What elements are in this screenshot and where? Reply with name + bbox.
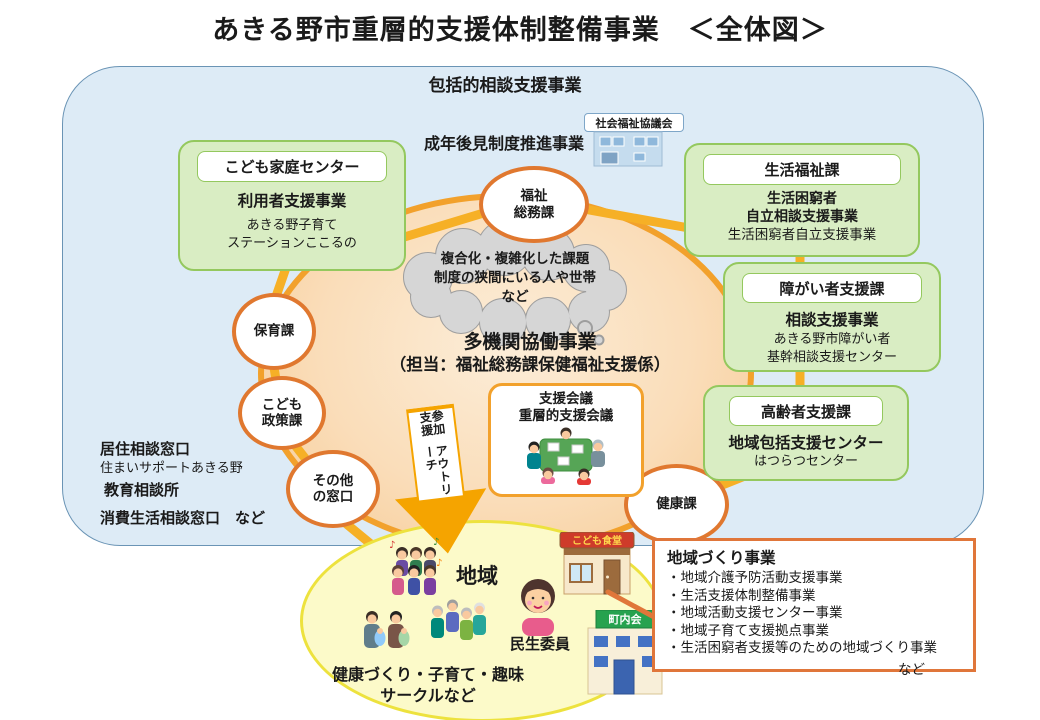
panel-label: 包括的相談支援事業	[428, 76, 582, 96]
circle-kodomo-line2: 政策課	[261, 413, 303, 429]
kodomo-shokudo-sign-text: こども食堂	[572, 534, 622, 547]
cloud-line-3: など	[501, 289, 529, 305]
circle-kodomo-line1: こども	[261, 396, 303, 413]
kodomo-katei-detail-line2: ステーションここるの	[227, 235, 357, 251]
circle-sonota-line1: その他	[312, 472, 354, 489]
shogai-program: 相談支援事業	[785, 311, 879, 329]
community-box-item: ・生活困窮者支援等のための地域づくり事業	[667, 640, 937, 656]
cloud-line-1: 複合化・複雑化した課題	[440, 251, 590, 267]
circle-fukushi-somu: 福祉 総務課	[479, 166, 589, 243]
circle-sonota-line2: の窓口	[312, 489, 354, 505]
meeting-line2: 重層的支援会議	[518, 408, 614, 424]
region-note-line2: サークルなど	[380, 686, 476, 705]
korei-detail: はつらつセンター	[753, 454, 858, 469]
community-development-box: 地域づくり事業 ・地域介護予防活動支援事業 ・生活支援体制整備事業 ・地域活動支…	[652, 538, 976, 678]
circle-kenko-label: 健康課	[656, 496, 697, 513]
arrow-outreach-label: アウトリーチ	[421, 443, 454, 498]
dept-box-seikatsu-fukushi: 生活福祉課 生活困窮者 自立相談支援事業 生活困窮者自立支援事業	[684, 143, 920, 257]
dept-box-shogai-shien: 障がい者支援課 相談支援事業 あきる野市障がい者 基幹相談支援センター	[723, 262, 941, 372]
seikatsu-program: 生活困窮者 自立相談支援事業	[686, 190, 918, 226]
music-note-icon: ♪	[433, 537, 439, 548]
minsei-iin-label: 民生委員	[510, 635, 571, 653]
kodomo-katei-program: 利用者支援事業	[237, 192, 347, 210]
support-meeting-box: 支援会議 重層的支援会議	[488, 383, 644, 497]
families-icon	[364, 611, 410, 648]
dept-header-shogai: 障がい者支援課	[742, 273, 922, 303]
kodomo-shokudo-building-icon: こども食堂	[559, 532, 635, 595]
left-item-shohi: 消費生活相談窓口 など	[100, 509, 266, 527]
circle-kodomo-seisaku: こども 政策課	[238, 376, 326, 450]
community-box-suffix: など	[898, 661, 925, 678]
shogai-detail-line2: 基幹相談支援センター	[766, 349, 897, 365]
seikatsu-detail: 生活困窮者自立支援事業	[727, 227, 877, 244]
dept-header-korei: 高齢者支援課	[729, 396, 883, 426]
meeting-line1: 支援会議	[539, 391, 593, 407]
left-item-kyoiku: 教育相談所	[104, 481, 180, 499]
shogai-detail-line1: あきる野市障がい者	[773, 332, 891, 347]
community-box-title: 地域づくり事業	[667, 549, 776, 567]
kodomo-katei-detail: あきる野子育て ステーションここるの	[180, 217, 404, 252]
participation-outreach-arrow: 参加支援 アウトリーチ	[374, 400, 503, 563]
arrow-participation-label: 参加支援	[417, 408, 447, 438]
region-note: 健康づくり・子育て・趣味 サークルなど	[328, 664, 528, 706]
meeting-people-icon	[527, 427, 605, 485]
region-label: 地域	[456, 564, 498, 588]
korei-program: 地域包括支援センター	[728, 434, 884, 452]
music-note-icon: ♪	[389, 540, 395, 551]
left-item-jukyo: 居住相談窓口	[100, 440, 191, 458]
community-box-item: ・地域活動支援センター事業	[667, 605, 843, 621]
circle-fukushi-line2: 総務課	[513, 204, 555, 221]
left-item-jukyo-sub: 住まいサポートあきる野	[100, 461, 243, 476]
core-program-subtitle: （担当：福祉総務課保健福祉支援係）	[389, 355, 671, 374]
dept-box-kodomo-katei-center: こども家庭センター 利用者支援事業 あきる野子育て ステーションここるの	[178, 140, 406, 271]
community-box-item: ・地域子育て支援拠点事業	[667, 622, 829, 639]
issues-cloud-icon	[403, 222, 627, 346]
cloud-line-2: 制度の狭間にいる人や世帯	[434, 270, 596, 286]
page-title: あきる野市重層的支援体制整備事業 ＜全体図＞	[212, 15, 828, 46]
region-note-line1: 健康づくり・子育て・趣味	[331, 665, 524, 684]
minsei-iin-icon	[521, 579, 555, 636]
community-box-item: ・生活支援体制整備事業	[667, 587, 816, 604]
circle-fukushi-line1: 福祉	[520, 188, 548, 205]
seikatsu-program-line1: 生活困窮者	[767, 191, 837, 207]
choir-group-icon: ♪ ♪ ♪	[389, 537, 442, 595]
kodomo-katei-detail-line1: あきる野子育て	[246, 218, 338, 233]
core-program-title: 多機関協働事業	[463, 331, 597, 353]
guardianship-program-label: 成年後見制度推進事業	[424, 134, 585, 153]
seikatsu-program-line2: 自立相談支援事業	[746, 209, 858, 226]
dept-header-seikatsu: 生活福祉課	[703, 154, 901, 185]
community-box-item: ・地域介護予防活動支援事業	[667, 570, 843, 586]
issues-cloud-text: 複合化・複雑化した課題 制度の狭間にいる人や世帯 など	[404, 250, 626, 307]
circle-hoiku: 保育課	[232, 293, 316, 370]
chonaikai-sign-text: 町内会	[609, 612, 643, 626]
shogai-detail: あきる野市障がい者 基幹相談支援センター	[725, 331, 939, 366]
circle-hoiku-label: 保育課	[253, 323, 295, 340]
dept-header-kodomo-katei: こども家庭センター	[197, 151, 387, 182]
circle-sonota-madoguchi: その他 の窓口	[286, 450, 380, 528]
shakyo-label: 社会福祉協議会	[584, 113, 684, 132]
shakyo-building-icon	[593, 131, 663, 167]
dept-box-korei-shien: 高齢者支援課 地域包括支援センター はつらつセンター	[703, 385, 909, 481]
music-note-icon: ♪	[436, 558, 442, 569]
elderly-walkers-icon	[431, 599, 486, 640]
